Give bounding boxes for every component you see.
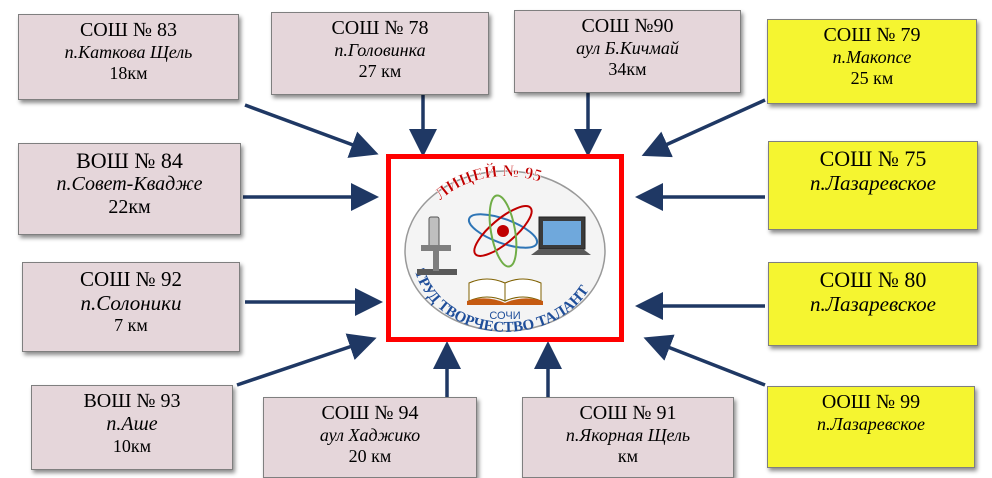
logo-city: СОЧИ: [489, 310, 520, 322]
school-distance: км: [617, 445, 639, 466]
laptop-icon: [531, 216, 591, 255]
school-name: СОШ № 92: [80, 267, 182, 291]
school-distance: 7 км: [114, 315, 148, 336]
school-name: СОШ № 83: [79, 19, 178, 41]
school-place: аул Б.Кичмай: [576, 38, 679, 58]
school-distance: 34км: [608, 58, 647, 79]
lyceum-logo: ЛИЦЕЙ № 95 ТРУД ТВОРЧЕСТВО ТАЛАНТ: [404, 161, 606, 336]
school-box-79: СОШ № 79 п.Макопсе 25 км: [767, 19, 977, 104]
school-name: ВОШ № 84: [76, 148, 183, 173]
school-box-91: СОШ № 91 п.Якорная Щель км: [522, 397, 734, 478]
school-box-92: СОШ № 92 п.Солоники 7 км: [22, 262, 240, 352]
school-distance: 10км: [112, 436, 152, 456]
school-name: СОШ № 78: [331, 17, 429, 39]
school-box-78: СОШ № 78 п.Головинка 27 км: [271, 12, 489, 95]
school-place: п.Каткова Щель: [64, 42, 193, 62]
school-place: п.Лазаревское: [810, 171, 936, 196]
school-box-94: СОШ № 94 аул Хаджико 20 км: [263, 397, 477, 478]
school-name: ООШ № 99: [821, 391, 921, 413]
atom-icon: [467, 194, 539, 268]
school-name: СОШ № 79: [823, 24, 921, 46]
school-name: СОШ № 75: [819, 146, 927, 171]
school-name: СОШ № 80: [819, 267, 927, 292]
arrow-79: [641, 98, 766, 158]
book-icon: [467, 278, 543, 305]
school-place: п.Солоники: [80, 291, 182, 316]
school-place: аул Хаджико: [319, 425, 421, 445]
school-name: ВОШ № 93: [83, 390, 181, 412]
arrow-93: [236, 333, 377, 387]
school-box-83: СОШ № 83 п.Каткова Щель 18км: [18, 14, 239, 100]
school-distance: 22км: [108, 196, 151, 219]
school-box-80: СОШ № 80 п.Лазаревское: [768, 262, 978, 346]
school-box-90: СОШ №90 аул Б.Кичмай 34км: [514, 10, 741, 93]
lyceum-logo-frame: ЛИЦЕЙ № 95 ТРУД ТВОРЧЕСТВО ТАЛАНТ: [386, 154, 624, 342]
school-place: п.Головинка: [334, 40, 426, 60]
school-distance: 27 км: [358, 60, 402, 81]
school-box-93: ВОШ № 93 п.Аше 10км: [31, 385, 233, 470]
school-box-99: ООШ № 99 п.Лазаревское: [767, 386, 975, 468]
school-name: СОШ № 91: [579, 402, 677, 424]
school-distance: 25 км: [850, 67, 894, 88]
school-place: п.Лазаревское: [810, 292, 936, 317]
school-place: п.Совет-Квадже: [56, 173, 203, 196]
school-box-75: СОШ № 75 п.Лазаревское: [768, 141, 978, 230]
microscope-icon: [417, 216, 457, 275]
arrow-99: [643, 334, 766, 387]
school-place: п.Аше: [106, 413, 158, 435]
school-place: п.Лазаревское: [817, 414, 925, 434]
school-distance: 18км: [109, 62, 148, 83]
logo-ellipse: [404, 170, 606, 332]
arrow-83: [244, 103, 379, 158]
school-name: СОШ № 94: [321, 402, 419, 424]
school-distance: 20 км: [348, 445, 392, 466]
school-name: СОШ №90: [581, 15, 674, 37]
school-box-84: ВОШ № 84 п.Совет-Квадже 22км: [18, 143, 241, 235]
school-place: п.Якорная Щель: [565, 425, 691, 445]
school-place: п.Макопсе: [832, 47, 912, 67]
